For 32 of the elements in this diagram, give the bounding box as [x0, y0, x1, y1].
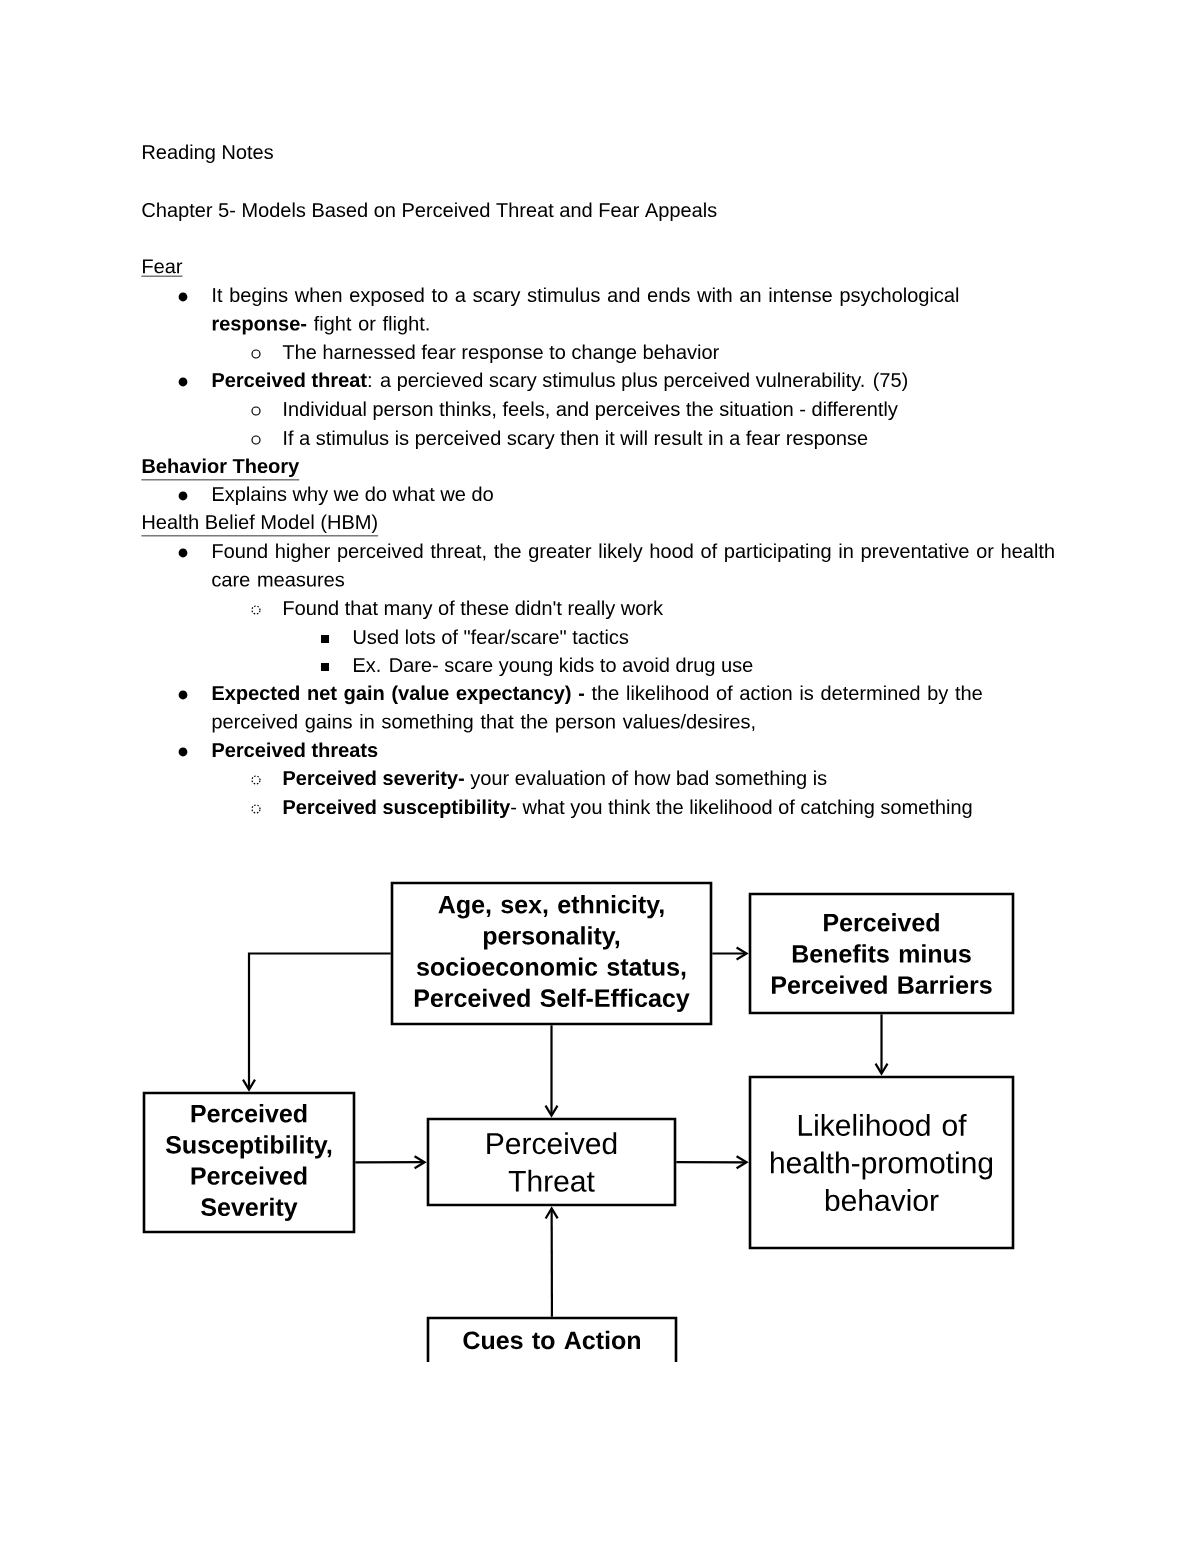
note-text: Behavior Theory	[141, 458, 300, 481]
note-text: Perceived severity- your evaluation of how bad something is	[283, 770, 827, 790]
note-text: Perceived susceptibility- what you think the likelihood of catching something	[283, 799, 972, 819]
note-text: Found that many of these didn't really work	[284, 600, 664, 620]
process-box: Cues to Action	[426, 1316, 678, 1362]
arrow	[544, 1206, 559, 1317]
arrow	[676, 1155, 749, 1170]
note-text: The harnessed fear response to change behavior	[282, 344, 719, 364]
note-text: Used lots of "fear/scare" tactics	[353, 629, 629, 645]
process-box: Likelihood of health-promoting behavior	[748, 1075, 1015, 1250]
note-text: Ex. Dare- scare young kids to avoid drug use	[354, 657, 753, 677]
note-text: Individual person thinks, feels, and perceives the situation - differently	[284, 401, 898, 421]
arrow	[544, 1025, 559, 1118]
note-text: Reading Notes	[143, 144, 273, 164]
note-text: Found higher perceived threat, the greater likely hood of participating in preventative or health care measures	[212, 543, 1054, 587]
note-text: Chapter 5- Models Based on Perceived Threat and Fear Appeals	[142, 202, 717, 222]
process-box: Perceived Susceptibility, Perceived Severity	[142, 1091, 356, 1234]
note-text: Expected net gain (value expectancy) - the likelihood of action is determined by the perceived gains in something that the person values/desires,	[212, 685, 982, 733]
note-text: Explains why we do what we do	[213, 486, 493, 506]
note-text: Health Belief Model (HBM)	[141, 514, 379, 537]
note-text: Fear	[141, 259, 183, 277]
arrow	[242, 952, 391, 1092]
note-text: Perceived threat: a percieved scary stimulus plus perceived vulnerability. (75)	[212, 372, 908, 392]
arrow	[712, 946, 749, 961]
arrow	[874, 1014, 889, 1076]
note-text: It begins when exposed to a scary stimulus and ends with an intense psychological response- fight or flight.	[212, 287, 959, 335]
note-text: Perceived threats	[212, 742, 378, 758]
process-box: Age, sex, ethnicity, personality, socioeconomic status, Perceived Self-Efficacy	[390, 881, 713, 1026]
arrow	[355, 1155, 427, 1170]
note-text: If a stimulus is perceived scary then it will result in a fear response	[284, 430, 868, 450]
process-box: Perceived Threat	[426, 1117, 677, 1207]
process-box: Perceived Benefits minus Perceived Barriers	[748, 892, 1015, 1015]
